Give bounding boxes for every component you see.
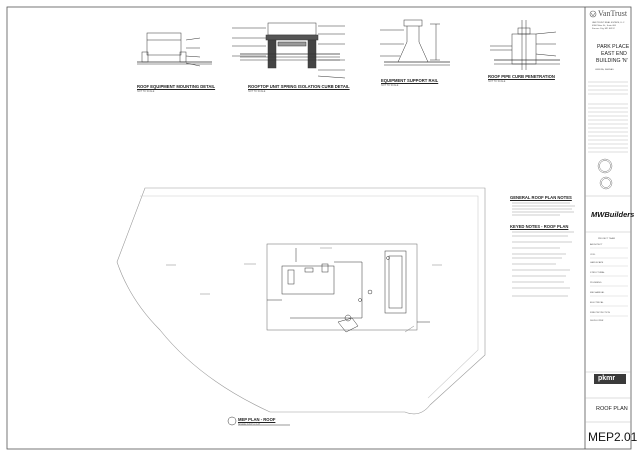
company-line-3: Kansas City, MO 64112 (592, 28, 615, 30)
pkmr-logo-bg (594, 374, 626, 384)
team-role-landscape: LANDSCAPE (590, 262, 604, 264)
pipe-curb-detail-scale: NOT TO SCALE (488, 80, 506, 83)
equipment-rail-detail-title: EQUIPMENT SUPPORT RAIL (381, 78, 439, 83)
team-role-civil: CIVIL (590, 254, 596, 256)
roof-equipment-detail-scale: NOT TO SCALE (137, 90, 155, 93)
client-brand: VanTrust (598, 9, 628, 18)
rooftop-unit-detail-drawing (232, 22, 346, 79)
sheet-border (6, 6, 632, 450)
company-line-2: 4900 Main St., Suite 400 (592, 25, 616, 27)
team-role-fire-protection: FIRE PROTECTION (590, 312, 610, 314)
keyed-notes-text (512, 231, 574, 297)
title-block-lines (585, 81, 631, 423)
rooftop-unit-detail-title: ROOFTOP UNIT SPRING ISOLATION CURB DETAI… (248, 84, 350, 89)
plan-scale: SCALE: 1/16" = 1'-0" (238, 423, 261, 426)
project-line-1: PARK PLACE (597, 44, 630, 50)
project-line-2: EAST END (601, 51, 627, 57)
keyed-notes-title: KEYED NOTES - ROOF PLAN (510, 224, 569, 229)
contractor-logo: MWBuilders (591, 210, 635, 219)
general-notes-title: GENERAL ROOF PLAN NOTES (510, 195, 572, 200)
plan-annotations (166, 247, 442, 333)
roof-plan-drawing (116, 187, 486, 415)
equipment-area (266, 243, 430, 333)
general-notes-text (512, 202, 575, 216)
team-role-mechanical: MECHANICAL (590, 292, 605, 294)
team-role-structural: STRUCTURAL (590, 272, 605, 274)
roof-equipment-detail-drawing (137, 32, 212, 67)
sheet-title: ROOF PLAN (596, 406, 628, 412)
team-role-plumbing: PLUMBING (590, 282, 602, 284)
equipment-rail-detail-drawing (380, 19, 450, 66)
team-role-electrical: ELECTRICAL (590, 302, 604, 304)
engineer-logo: pkmr (598, 375, 616, 382)
project-line-3: BUILDING 'N' (596, 58, 628, 64)
plan-title: MEP PLAN - ROOF (238, 417, 276, 422)
pipe-curb-detail-drawing (490, 20, 560, 70)
company-line-1: VAN TRUST REAL ESTATE, LLC (592, 22, 625, 24)
roof-equipment-detail-title: ROOF EQUIPMENT MOUNTING DETAIL (137, 84, 216, 89)
engineer-seals (597, 158, 613, 190)
plan-title-graphic (227, 416, 290, 426)
team-role-developer: DEVELOPER (590, 320, 604, 322)
project-address: LENEXA, KANSAS (595, 69, 614, 71)
project-team-label: PROJECT TEAM (598, 238, 615, 240)
vantrust-logo-icon (589, 10, 597, 18)
rooftop-unit-detail-scale: NOT TO SCALE (248, 90, 266, 93)
team-role-architect: ARCHITECT (590, 244, 603, 246)
roof-outline (116, 187, 486, 415)
equipment-rail-detail-scale: NOT TO SCALE (381, 84, 399, 87)
team-lines (590, 247, 628, 317)
pipe-curb-detail-title: ROOF PIPE CURB PENETRATION (488, 74, 555, 79)
sheet-number: MEP2.01 (588, 430, 638, 444)
